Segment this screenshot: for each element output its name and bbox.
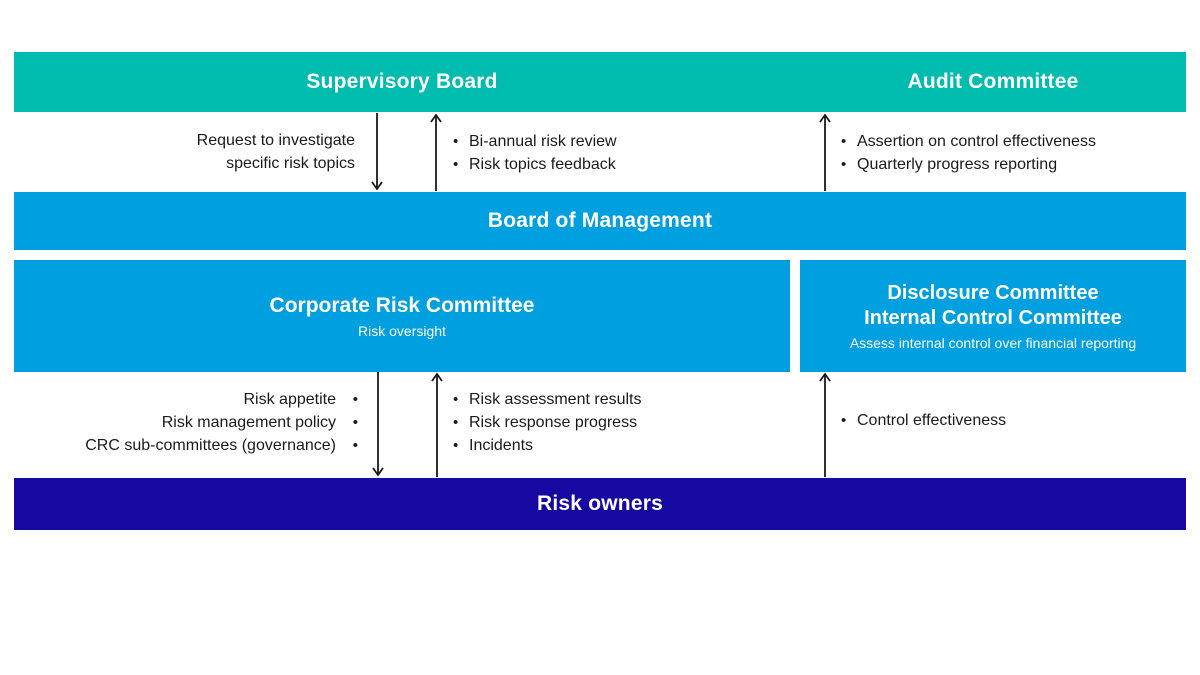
bom-to-audit-list: • Assertion on control effectiveness • Q… bbox=[841, 130, 1096, 176]
risk-owners-bar: Risk owners bbox=[14, 478, 1186, 530]
supervisory-board-title: Supervisory Board bbox=[306, 70, 498, 93]
bullet-icon: • bbox=[352, 414, 358, 431]
up-arrow-icon bbox=[818, 372, 832, 477]
list-item: • Risk topics feedback bbox=[453, 153, 617, 176]
bullet-icon: • bbox=[352, 437, 358, 454]
down-arrow-icon bbox=[370, 113, 384, 191]
bullet-icon: • bbox=[453, 391, 459, 408]
corporate-risk-committee-box: Corporate Risk Committee Risk oversight bbox=[14, 260, 790, 372]
list-item: • Risk response progress bbox=[453, 411, 642, 434]
bullet-icon: • bbox=[453, 414, 459, 431]
bullet-icon: • bbox=[453, 133, 459, 150]
up-arrow-icon bbox=[430, 372, 444, 477]
board-of-management-bar: Board of Management bbox=[14, 192, 1186, 250]
bullet-icon: • bbox=[352, 391, 358, 408]
disclosure-committee-title: Disclosure Committee bbox=[887, 282, 1099, 304]
audit-committee-label: Audit Committee bbox=[800, 52, 1186, 112]
note-line: Request to investigate bbox=[196, 132, 355, 149]
list-item: • Assertion on control effectiveness bbox=[841, 130, 1096, 153]
list-item: CRC sub-committees (governance) • bbox=[40, 434, 358, 457]
disclosure-box-subtitle: Assess internal control over financial r… bbox=[849, 335, 1137, 351]
bullet-icon: • bbox=[841, 133, 847, 150]
list-item: • Control effectiveness bbox=[841, 409, 1006, 432]
audit-committee-title: Audit Committee bbox=[907, 70, 1079, 93]
up-arrow-icon bbox=[818, 113, 832, 191]
crc-to-risk-owners-list: Risk appetite • Risk management policy •… bbox=[40, 388, 358, 457]
bullet-icon: • bbox=[453, 437, 459, 454]
down-arrow-icon bbox=[371, 372, 385, 477]
internal-control-committee-title: Internal Control Committee bbox=[864, 307, 1122, 329]
supervisory-board-label: Supervisory Board bbox=[14, 52, 790, 112]
board-of-management-title: Board of Management bbox=[487, 209, 713, 232]
bom-to-supervisory-list: • Bi-annual risk review • Risk topics fe… bbox=[453, 130, 617, 176]
list-item: • Bi-annual risk review bbox=[453, 130, 617, 153]
corporate-risk-committee-subtitle: Risk oversight bbox=[358, 322, 446, 339]
list-item: • Risk assessment results bbox=[453, 388, 642, 411]
request-investigate-note: Request to investigate specific risk top… bbox=[55, 129, 355, 175]
list-item: • Incidents bbox=[453, 434, 642, 457]
risk-owners-title: Risk owners bbox=[537, 492, 663, 515]
bullet-icon: • bbox=[453, 156, 459, 173]
risk-owners-to-disclosure-list: • Control effectiveness bbox=[841, 409, 1006, 432]
list-item: Risk management policy • bbox=[40, 411, 358, 434]
risk-owners-to-crc-list: • Risk assessment results • Risk respons… bbox=[453, 388, 642, 457]
note-line: specific risk topics bbox=[226, 155, 355, 172]
list-item: • Quarterly progress reporting bbox=[841, 153, 1096, 176]
disclosure-internal-control-box: Disclosure Committee Internal Control Co… bbox=[800, 260, 1186, 372]
supervisory-audit-bar: Supervisory Board Audit Committee bbox=[14, 52, 1186, 112]
bullet-icon: • bbox=[841, 412, 847, 429]
up-arrow-icon bbox=[429, 113, 443, 191]
list-item: Risk appetite • bbox=[40, 388, 359, 411]
bullet-icon: • bbox=[841, 156, 847, 173]
corporate-risk-committee-title: Corporate Risk Committee bbox=[269, 293, 535, 317]
